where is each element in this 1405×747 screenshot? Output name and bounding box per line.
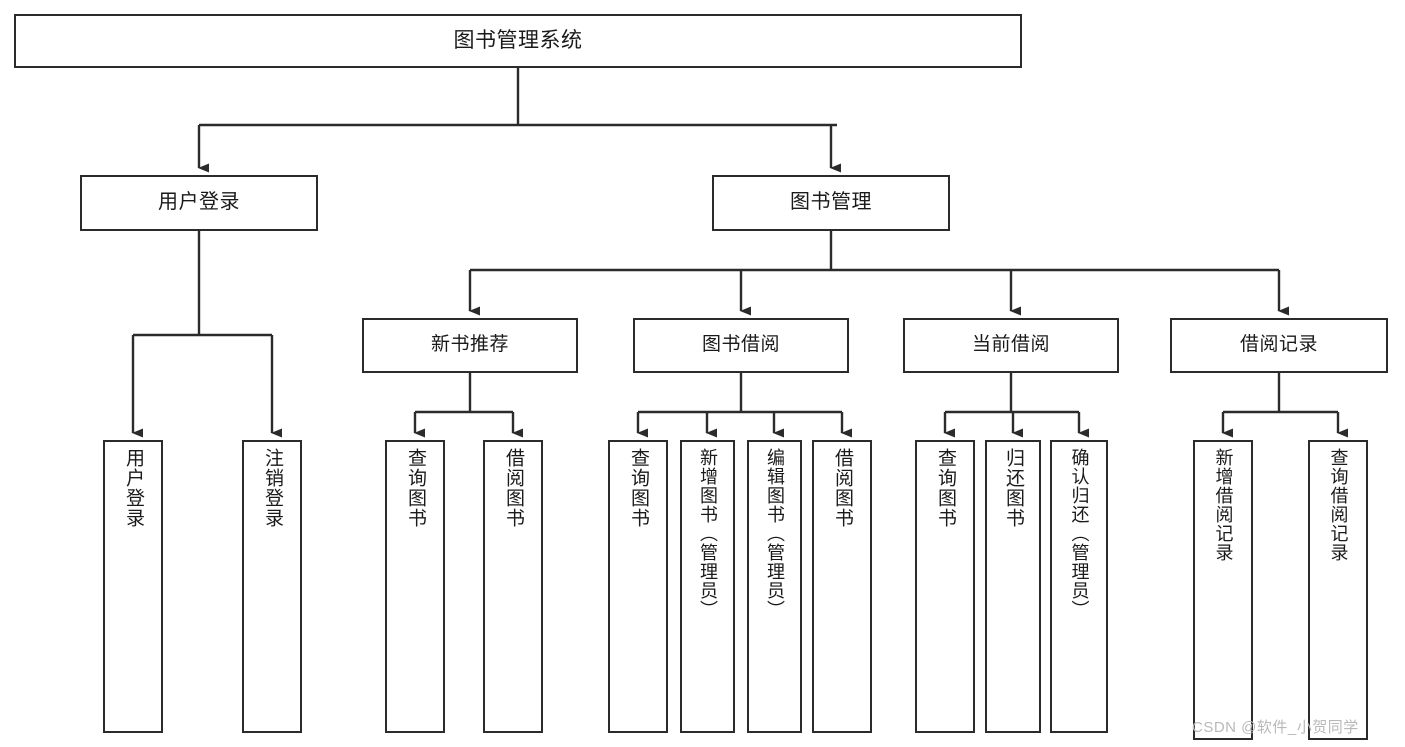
node-root-system[interactable]: 图书管理系统 [14, 14, 1022, 68]
node-leaf-add-book-admin[interactable]: 新增图书（管理员） [680, 440, 735, 733]
node-current-borrow[interactable]: 当前借阅 [903, 318, 1119, 373]
node-user-login[interactable]: 用户登录 [80, 175, 318, 231]
node-leaf-borrow-book-label: 借阅图书 [831, 448, 853, 528]
node-leaf-user-login[interactable]: 用户登录 [103, 440, 163, 733]
node-borrow-record[interactable]: 借阅记录 [1170, 318, 1388, 373]
node-leaf-confirm-return-admin-label: 确认归还（管理员） [1069, 448, 1090, 619]
node-leaf-borrow-book-recommend[interactable]: 借阅图书 [483, 440, 543, 733]
node-leaf-user-login-label: 用户登录 [122, 448, 144, 528]
node-user-login-label: 用户登录 [158, 191, 240, 214]
node-leaf-edit-book-admin[interactable]: 编辑图书（管理员） [747, 440, 802, 733]
node-root-system-label: 图书管理系统 [453, 28, 583, 52]
node-borrow-record-label: 借阅记录 [1239, 334, 1318, 356]
node-leaf-return-book[interactable]: 归还图书 [985, 440, 1041, 733]
node-leaf-query-book-borrow-label: 查询图书 [627, 448, 649, 528]
node-leaf-add-borrow-record-label: 新增借阅记录 [1213, 448, 1234, 562]
node-leaf-borrow-book[interactable]: 借阅图书 [812, 440, 872, 733]
node-leaf-add-borrow-record[interactable]: 新增借阅记录 [1193, 440, 1253, 740]
csdn-watermark: CSDN @软件_小贺同学 [1192, 719, 1359, 736]
node-book-manage-label: 图书管理 [790, 191, 872, 214]
node-leaf-query-book-borrow[interactable]: 查询图书 [608, 440, 668, 733]
node-leaf-user-logout[interactable]: 注销登录 [242, 440, 302, 733]
node-book-borrow[interactable]: 图书借阅 [633, 318, 849, 373]
node-leaf-query-book-recommend-label: 查询图书 [404, 448, 426, 528]
node-new-book-recommend[interactable]: 新书推荐 [362, 318, 578, 373]
node-leaf-return-book-label: 归还图书 [1002, 448, 1024, 528]
node-leaf-user-logout-label: 注销登录 [261, 448, 283, 528]
node-book-borrow-label: 图书借阅 [701, 334, 780, 356]
node-leaf-add-book-admin-label: 新增图书（管理员） [697, 448, 718, 619]
node-leaf-query-borrow-record[interactable]: 查询借阅记录 [1308, 440, 1368, 740]
node-leaf-query-book-current[interactable]: 查询图书 [915, 440, 975, 733]
node-leaf-edit-book-admin-label: 编辑图书（管理员） [764, 448, 785, 619]
node-leaf-query-book-recommend[interactable]: 查询图书 [385, 440, 445, 733]
node-leaf-query-book-current-label: 查询图书 [934, 448, 956, 528]
node-leaf-query-borrow-record-label: 查询借阅记录 [1328, 448, 1349, 562]
node-book-manage[interactable]: 图书管理 [712, 175, 950, 231]
node-current-borrow-label: 当前借阅 [971, 334, 1050, 356]
node-leaf-borrow-book-recommend-label: 借阅图书 [502, 448, 524, 528]
node-new-book-recommend-label: 新书推荐 [430, 334, 509, 356]
node-leaf-confirm-return-admin[interactable]: 确认归还（管理员） [1050, 440, 1108, 733]
